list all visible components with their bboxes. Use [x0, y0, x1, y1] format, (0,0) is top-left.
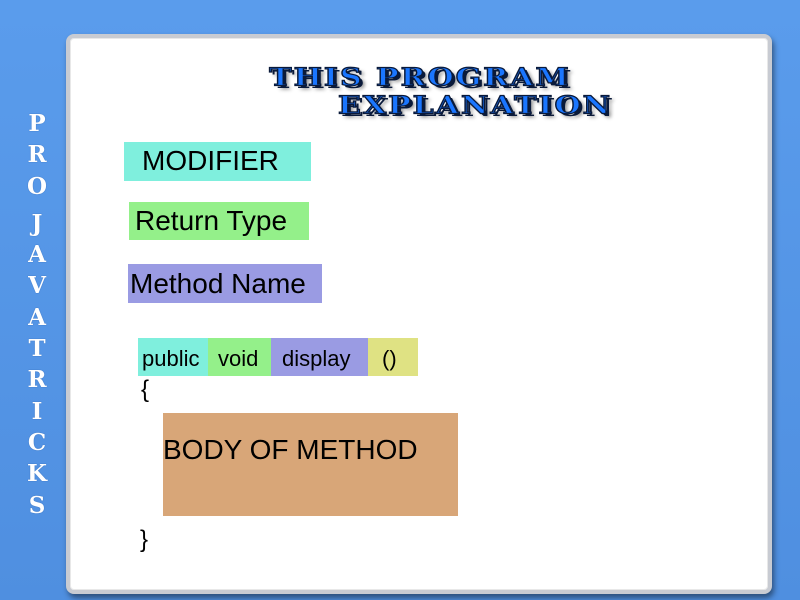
brand-letter: A: [28, 241, 46, 269]
code-close-brace: }: [140, 526, 149, 553]
code-modifier: public: [138, 338, 208, 376]
brand-letter: C: [27, 428, 47, 456]
method-body-label: BODY OF METHOD: [163, 434, 418, 465]
code-params: (): [368, 338, 418, 376]
method-signature: public void display (): [138, 338, 418, 376]
slide-title-line1: THIS PROGRAM: [269, 63, 571, 93]
brand-letter: O: [26, 172, 48, 200]
brand-letter: K: [27, 460, 47, 488]
brand-letter: S: [28, 491, 46, 519]
legend-method-name: Method Name: [128, 264, 322, 303]
brand-letter: A: [28, 303, 46, 331]
code-open-brace: {: [141, 376, 150, 403]
brand-letter: V: [28, 272, 46, 300]
brand-letter: T: [28, 335, 46, 363]
method-body-box: BODY OF METHOD: [163, 413, 458, 516]
code-return-type: void: [208, 338, 271, 376]
brand-letter: P: [28, 110, 46, 137]
code-method-name: display: [271, 338, 368, 376]
brand-letter: I: [31, 397, 43, 425]
brand-letter: J: [31, 209, 43, 237]
brand-letter: R: [27, 141, 47, 169]
brand-letter: R: [27, 366, 47, 394]
legend-modifier: MODIFIER: [124, 142, 311, 181]
legend-return-type: Return Type: [129, 202, 309, 240]
slide-title-line2: EXPLANATION: [337, 91, 613, 121]
brand-vertical-text: P R O J A V A T R I C K S: [18, 108, 56, 521]
